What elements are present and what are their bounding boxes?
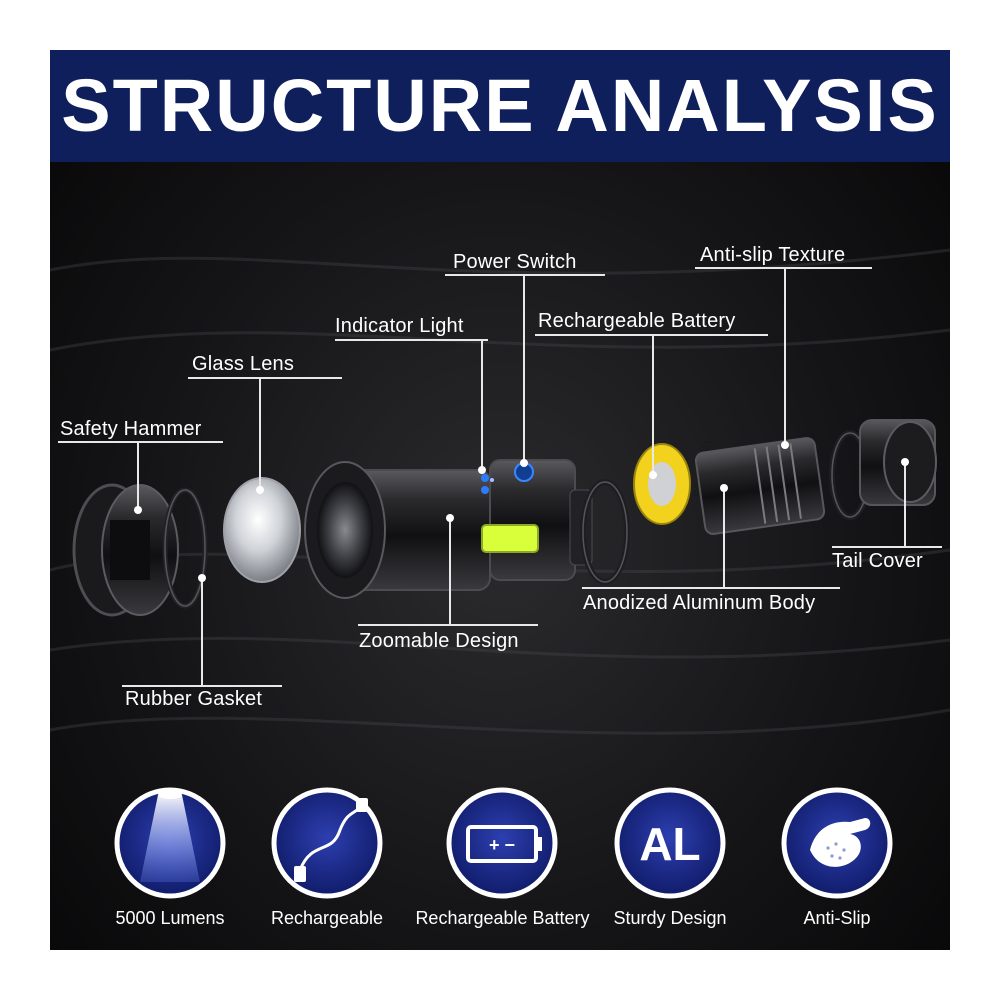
- feature-badges: + − AL: [114, 787, 893, 899]
- safety-hammer-part: [72, 483, 179, 617]
- feature-label-anti-slip: Anti-Slip: [803, 908, 871, 928]
- label-zoomable-design: Zoomable Design: [359, 630, 519, 652]
- light-beam-icon: [114, 787, 226, 899]
- feature-label-rechargeable-battery: Rechargeable Battery: [415, 908, 590, 928]
- callout-lines: [58, 267, 942, 687]
- glass-lens-part: [223, 477, 301, 583]
- feature-label-lumens: 5000 Lumens: [115, 908, 225, 928]
- title-banner: STRUCTURE ANALYSIS: [50, 50, 950, 162]
- tail-cover-part: [859, 419, 937, 506]
- al-icon-text: AL: [639, 818, 700, 870]
- aluminum-body-part: [694, 437, 826, 535]
- label-glass-lens: Glass Lens: [192, 353, 295, 375]
- label-power-switch: Power Switch: [453, 251, 577, 273]
- label-indicator-light: Indicator Light: [335, 315, 464, 337]
- aluminum-al-icon: AL: [614, 787, 726, 899]
- feature-label-sturdy-design: Sturdy Design: [613, 908, 727, 928]
- exploded-view-illustration: 5000mAh: [50, 248, 950, 899]
- label-rubber-gasket: Rubber Gasket: [125, 688, 263, 710]
- flashlight-head-part: [304, 459, 593, 599]
- label-rechargeable-battery: Rechargeable Battery: [538, 310, 736, 332]
- page-title: STRUCTURE ANALYSIS: [61, 64, 939, 147]
- battery-icon: + −: [446, 787, 558, 899]
- rechargeable-battery-part: 5000mAh: [633, 439, 715, 525]
- usb-cable-icon: [271, 787, 383, 899]
- infographic-panel: 5000mAh: [50, 50, 950, 950]
- callout-dots: [134, 441, 909, 582]
- label-tail-cover: Tail Cover: [832, 550, 923, 572]
- battery-icon-text: + −: [489, 835, 515, 855]
- label-anodized-aluminum-body: Anodized Aluminum Body: [583, 592, 816, 614]
- label-safety-hammer: Safety Hammer: [60, 418, 202, 440]
- label-anti-slip-texture: Anti-slip Texture: [700, 244, 846, 266]
- feature-label-rechargeable: Rechargeable: [270, 908, 384, 928]
- hand-grip-icon: [781, 787, 893, 899]
